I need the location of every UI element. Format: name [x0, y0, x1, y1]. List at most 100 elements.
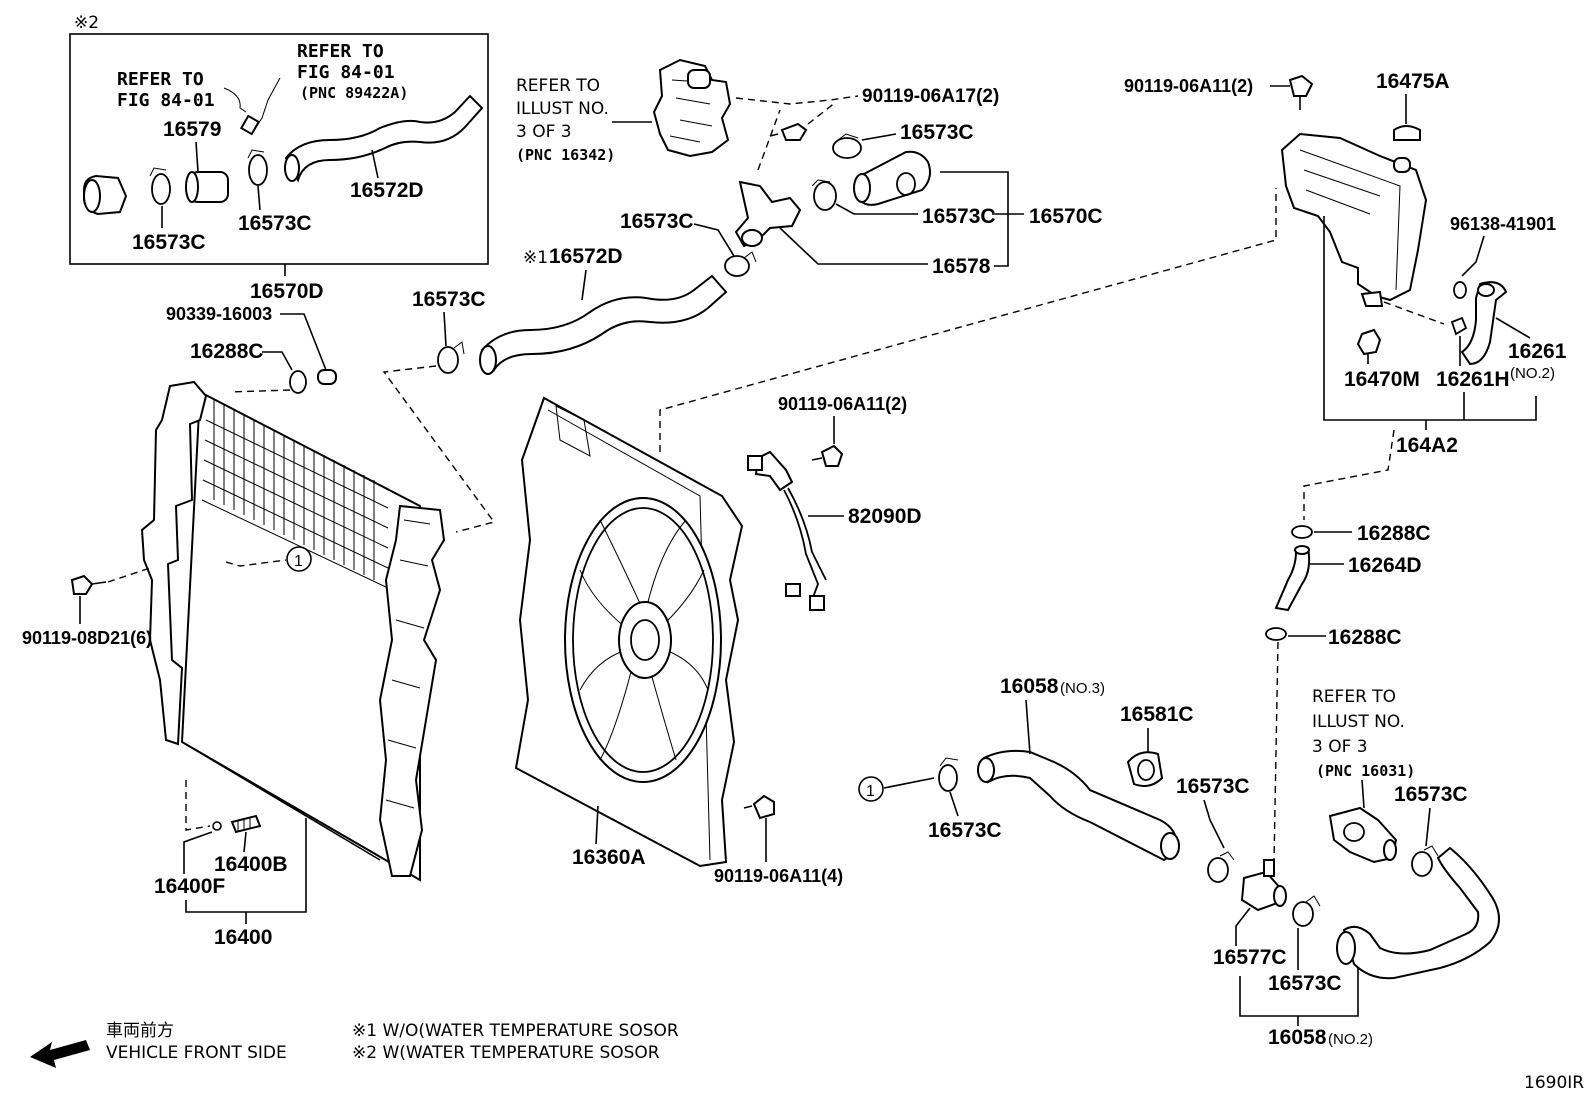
inset-ref1-line2: FIG 84-01	[117, 90, 215, 111]
harness-connector-1	[785, 583, 801, 597]
label-16573C-6: 16573C	[1176, 775, 1250, 798]
inset-clamp-2	[248, 154, 268, 186]
label-90339-16003: 90339-16003	[166, 304, 272, 324]
hose-16058-no2	[1342, 846, 1500, 980]
inset-mark: ※2	[74, 13, 99, 33]
front-arrow-icon	[30, 1040, 90, 1068]
label-16570C: 16570C	[1029, 205, 1103, 228]
label-16058-no2-suffix: (NO.2)	[1328, 1031, 1373, 1048]
bolt-06A17	[780, 122, 808, 141]
label-90119-08D21: 90119-08D21(6)	[22, 628, 152, 648]
label-90119-06A11-2b: 90119-06A11(2)	[1124, 76, 1253, 96]
grommet-16470M	[1356, 328, 1382, 356]
figure-code: 1690IR	[1524, 1073, 1584, 1093]
bolt-06A11-2a	[820, 444, 844, 467]
inset-label-16579: 16579	[163, 118, 221, 141]
inset-clamp-1	[151, 173, 171, 205]
label-16288C-3: 16288C	[1328, 626, 1402, 649]
ref2-line1: REFER TO	[1312, 687, 1396, 707]
clamp-16573C-5	[938, 764, 958, 792]
label-16400: 16400	[214, 926, 272, 949]
inset-box	[69, 33, 489, 265]
hose-16261	[1460, 281, 1508, 366]
clamp-16573C-2	[813, 181, 837, 211]
label-16261H: 16261H	[1436, 368, 1510, 391]
inset-label-16573C-a: 16573C	[132, 231, 206, 254]
clamp-16573C-3	[724, 255, 750, 277]
circle-1-radiator	[286, 546, 312, 572]
radiator-left-tank	[140, 380, 208, 746]
radiator-fins	[201, 400, 389, 589]
label-16400F: 16400F	[154, 875, 225, 898]
label-16573C-8: 16573C	[1394, 783, 1468, 806]
ref1-line3: 3 OF 3	[516, 122, 572, 142]
harness-wire	[783, 489, 819, 601]
inset-group: ※2 REFER TO FIG 84-01 REFER TO FIG 84-01…	[69, 13, 489, 303]
clamp-16288C-1	[289, 370, 307, 394]
label-16288C-1: 16288C	[190, 340, 264, 363]
label-16360A: 16360A	[572, 846, 646, 869]
label-16261-no: (NO.2)	[1510, 365, 1555, 382]
label-82090D: 82090D	[848, 505, 922, 528]
reservoir-group: 90119-06A11(2) 16475A 96138-41901 16261 …	[1124, 70, 1567, 520]
label-16470M: 16470M	[1344, 368, 1420, 391]
label-90119-06A11-2a: 90119-06A11(2)	[778, 394, 907, 414]
label-96138-41901: 96138-41901	[1450, 214, 1556, 234]
inset-fitting-end	[83, 179, 101, 213]
inset-hose-16572D	[284, 94, 484, 183]
plug-90339	[317, 369, 337, 385]
bypass-hose-group: 16288C 16264D 16288C	[1265, 522, 1431, 863]
radiator-group: 90339-16003 16288C 1 90119-08D21(6)	[22, 304, 446, 949]
label-16264D: 16264D	[1348, 554, 1422, 577]
label-16400B: 16400B	[214, 853, 288, 876]
clamp-16573C-1	[832, 137, 862, 159]
label-16573C-7: 16573C	[1268, 972, 1342, 995]
upper-center-group: REFER TO ILLUST NO. 3 OF 3 (PNC 16342) 9…	[382, 58, 1103, 533]
label-16058-no3-suffix: (NO.3)	[1060, 680, 1105, 697]
drain-cock	[230, 814, 262, 834]
harness-connector-2	[809, 595, 825, 611]
drain-oring	[212, 821, 222, 831]
circle-1-hose	[858, 776, 884, 802]
inset-ref2-line1: REFER TO	[297, 41, 384, 62]
label-16288C-2: 16288C	[1357, 522, 1431, 545]
circle-1-hose-text: 1	[866, 783, 875, 800]
legend-note2: ※2 W(WATER TEMPERATURE SOSOR	[352, 1043, 660, 1063]
legend-note1: ※1 W/O(WATER TEMPERATURE SOSOR	[352, 1021, 679, 1041]
clamp-16288C-3	[1265, 627, 1287, 641]
clamp-16573C-7	[1292, 901, 1314, 927]
label-16581C: 16581C	[1120, 703, 1194, 726]
label-16572D: 16572D	[549, 245, 623, 268]
ref1-line2: ILLUST NO.	[516, 99, 609, 119]
label-16577C: 16577C	[1213, 946, 1287, 969]
label-16573C-5: 16573C	[928, 819, 1002, 842]
fan-hub	[618, 601, 672, 679]
hose-16264D	[1274, 546, 1311, 612]
label-16578: 16578	[932, 255, 991, 278]
fan-group: 16360A 90119-06A11(4) 90119-06A11(2) 820…	[514, 188, 1277, 886]
label-90119-06A11-4: 90119-06A11(4)	[714, 866, 843, 886]
bolt-06A11-4	[752, 794, 775, 820]
ref2-line3: 3 OF 3	[1312, 737, 1368, 757]
inset-assembly-16570D: 16570D	[250, 280, 324, 303]
inset-label-16573C-b: 16573C	[238, 212, 312, 235]
inset-sensor	[239, 114, 261, 136]
ref1-line1: REFER TO	[516, 76, 600, 96]
label-90119-06A17: 90119-06A17(2)	[862, 86, 999, 107]
reservoir-outlet	[1360, 290, 1384, 307]
ref1-line4: (PNC 16342)	[516, 146, 615, 164]
label-16573C-3: 16573C	[620, 210, 694, 233]
ref2-line4: (PNC 16031)	[1316, 762, 1415, 780]
radiator-core	[180, 390, 421, 882]
clamp-16573C-4	[437, 346, 459, 374]
label-16573C-1: 16573C	[900, 121, 974, 144]
oring-41901	[1453, 281, 1467, 299]
radiator-right-tank	[378, 504, 446, 877]
inset-label-16572D: 16572D	[350, 179, 424, 202]
inset-ref1-line1: REFER TO	[117, 69, 204, 90]
label-16058-no2: 16058	[1268, 1026, 1327, 1049]
label-164A2: 164A2	[1396, 434, 1458, 457]
clamp-16261H	[1450, 316, 1468, 336]
